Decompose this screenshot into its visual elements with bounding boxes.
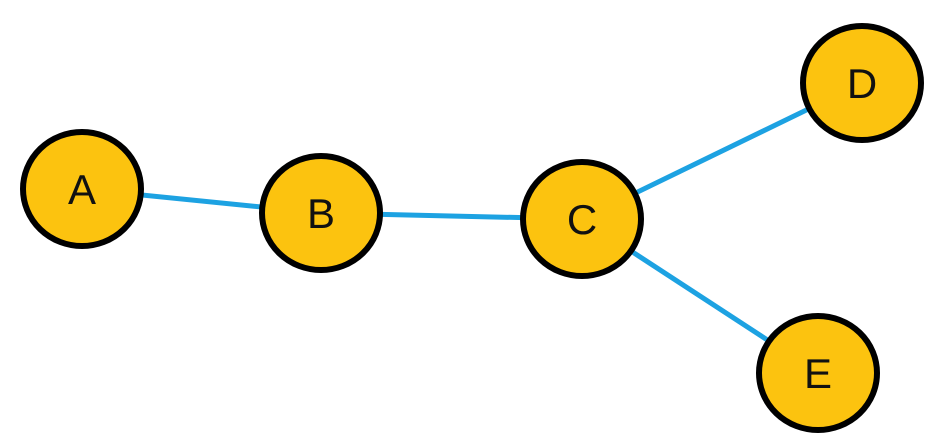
node-circle-A[interactable]: [20, 129, 144, 249]
node-A[interactable]: A: [20, 129, 144, 249]
node-label-E: E: [804, 350, 832, 397]
edges-layer: [81, 80, 864, 376]
node-circle-C[interactable]: [520, 159, 644, 279]
node-circle-E[interactable]: [756, 313, 880, 433]
node-label-A: A: [68, 166, 96, 213]
node-label-D: D: [847, 60, 877, 107]
node-D[interactable]: D: [800, 23, 924, 143]
node-label-B: B: [307, 190, 335, 237]
node-circle-D[interactable]: [800, 23, 924, 143]
node-C[interactable]: C: [520, 159, 644, 279]
node-E[interactable]: E: [756, 313, 880, 433]
node-label-C: C: [567, 196, 597, 243]
node-B[interactable]: B: [259, 153, 383, 273]
node-circle-B[interactable]: [259, 153, 383, 273]
nodes-layer: A B C D E: [20, 23, 924, 433]
